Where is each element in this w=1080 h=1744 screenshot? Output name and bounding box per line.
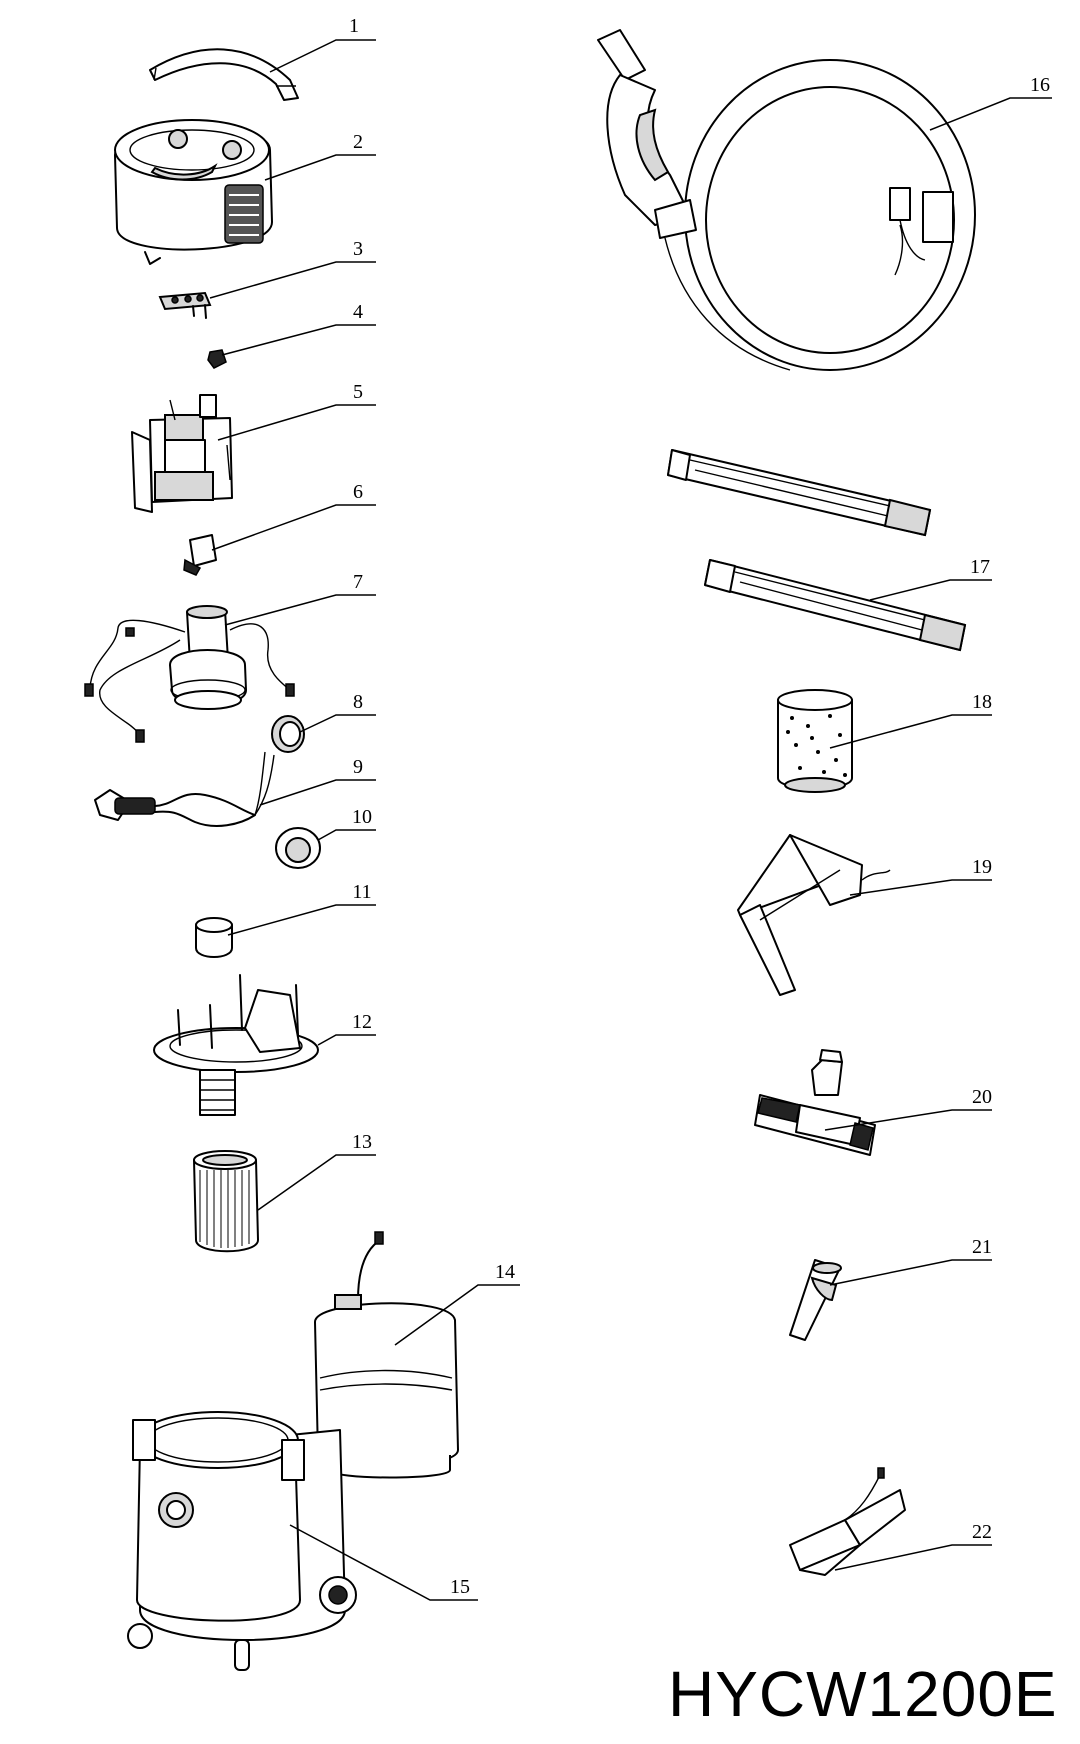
part-number-18: 18 bbox=[972, 691, 992, 713]
part-number-12: 12 bbox=[352, 1011, 372, 1033]
part-2-motor-cover bbox=[114, 119, 273, 265]
part-number-6: 6 bbox=[353, 481, 363, 503]
part-12-lid-plate bbox=[153, 974, 319, 1116]
part-number-5: 5 bbox=[353, 381, 363, 403]
part-10-ring-knob bbox=[275, 827, 321, 869]
part-number-10: 10 bbox=[352, 806, 372, 828]
part-number-4: 4 bbox=[353, 301, 363, 323]
part-9-power-cord bbox=[94, 751, 275, 827]
part-number-21: 21 bbox=[972, 1236, 992, 1258]
part-4-connector bbox=[207, 349, 227, 369]
part-14-water-tank bbox=[314, 1231, 459, 1479]
leader-lines bbox=[209, 39, 1052, 1601]
part-number-16: 16 bbox=[1030, 74, 1050, 96]
part-8-knob bbox=[271, 715, 305, 753]
part-number-3: 3 bbox=[353, 238, 363, 260]
part-21-crevice-tool bbox=[789, 1259, 842, 1341]
part-number-20: 20 bbox=[972, 1086, 992, 1108]
part-number-9: 9 bbox=[353, 756, 363, 778]
part-13-filter bbox=[193, 1150, 259, 1253]
model-name: HYCW1200E bbox=[668, 1658, 1058, 1730]
part-5-motor-housing bbox=[131, 394, 233, 513]
part-18-foam-filter bbox=[777, 689, 853, 793]
part-15-tank-base bbox=[127, 1411, 357, 1671]
part-number-8: 8 bbox=[353, 691, 363, 713]
part-7-motor bbox=[84, 605, 295, 743]
part-number-11: 11 bbox=[352, 881, 371, 903]
part-number-14: 14 bbox=[495, 1261, 515, 1283]
part-16-hose bbox=[597, 29, 976, 371]
part-22-spray-nozzle bbox=[789, 1467, 906, 1576]
part-1-handle bbox=[149, 48, 299, 101]
part-numbers: 1 2 3 4 5 6 7 8 9 10 11 12 13 14 15 16 1… bbox=[349, 15, 1050, 1598]
part-17-tubes bbox=[667, 449, 967, 652]
part-11-float bbox=[195, 917, 233, 958]
part-number-1: 1 bbox=[349, 15, 359, 37]
part-number-22: 22 bbox=[972, 1521, 992, 1543]
part-number-7: 7 bbox=[353, 571, 363, 593]
part-number-19: 19 bbox=[972, 856, 992, 878]
part-3-switch-plate bbox=[158, 291, 212, 319]
part-number-2: 2 bbox=[353, 131, 363, 153]
part-number-17: 17 bbox=[970, 556, 990, 578]
part-19-nozzle bbox=[737, 834, 891, 996]
part-6-thermostat bbox=[183, 534, 217, 576]
part-number-13: 13 bbox=[352, 1131, 372, 1153]
part-number-15: 15 bbox=[450, 1576, 470, 1598]
part-20-floor-tool bbox=[754, 1049, 876, 1156]
